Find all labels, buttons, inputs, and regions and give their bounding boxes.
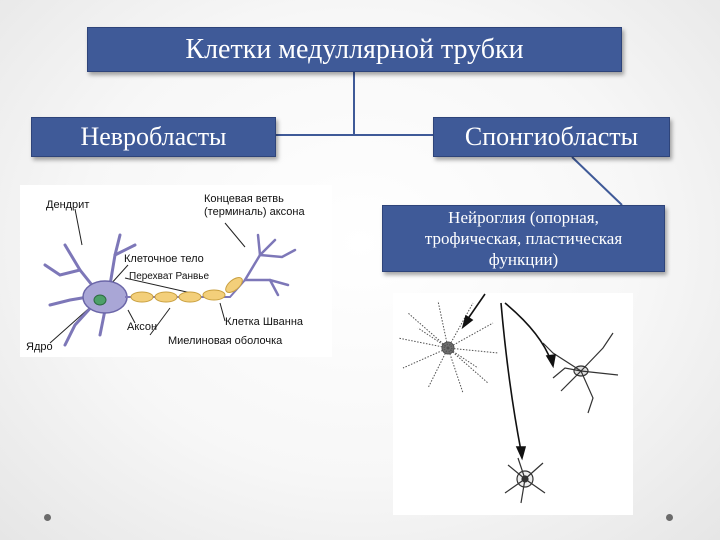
label-terminal-2: (терминаль) аксона (204, 206, 305, 218)
label-terminal-1: Концевая ветвь (204, 193, 284, 205)
connector-spongio-glia (571, 156, 623, 206)
connector-left (276, 134, 355, 136)
decor-dot-right (666, 514, 673, 521)
decor-dot-left (44, 514, 51, 521)
astrocyte-top-left (397, 300, 499, 394)
label-ranvier: Перехват Ранвье (129, 271, 210, 282)
label-nucleus: Ядро (26, 341, 53, 353)
neuron-illustration (43, 208, 297, 347)
label-schwann: Клетка Шванна (225, 316, 304, 328)
label-dendrite: Дендрит (46, 199, 90, 211)
neuroblasts-label: Невробласты (80, 122, 227, 151)
neuroglia-box: Нейроглия (опорная, трофическая, пластич… (382, 205, 665, 272)
title-text: Клетки медуллярной трубки (185, 33, 524, 65)
glia-diagram (393, 293, 633, 515)
spongioblasts-label: Спонгиобласты (464, 122, 639, 151)
neuroglia-line-3: функции) (488, 250, 559, 269)
connector-trunk (353, 72, 355, 135)
neuroglia-line-1: Нейроглия (опорная, (448, 208, 599, 227)
glia-illustration (397, 293, 619, 504)
spongioblasts-box: Спонгиобласты (433, 117, 670, 157)
label-axon: Аксон (127, 321, 158, 333)
connector-right (353, 134, 433, 136)
glia-cell-right (542, 332, 619, 414)
title-box: Клетки медуллярной трубки (87, 27, 622, 72)
label-cell-body: Клеточное тело (124, 253, 204, 265)
nucleus-shape (93, 294, 107, 306)
neuroglia-line-2: трофическая, пластическая (424, 229, 623, 248)
label-myelin: Миелиновая оболочка (168, 335, 283, 347)
neuroblasts-box: Невробласты (31, 117, 276, 157)
neuron-diagram: Дендрит Концевая ветвь (терминаль) аксон… (20, 185, 332, 357)
glia-cell-bottom (504, 457, 546, 504)
